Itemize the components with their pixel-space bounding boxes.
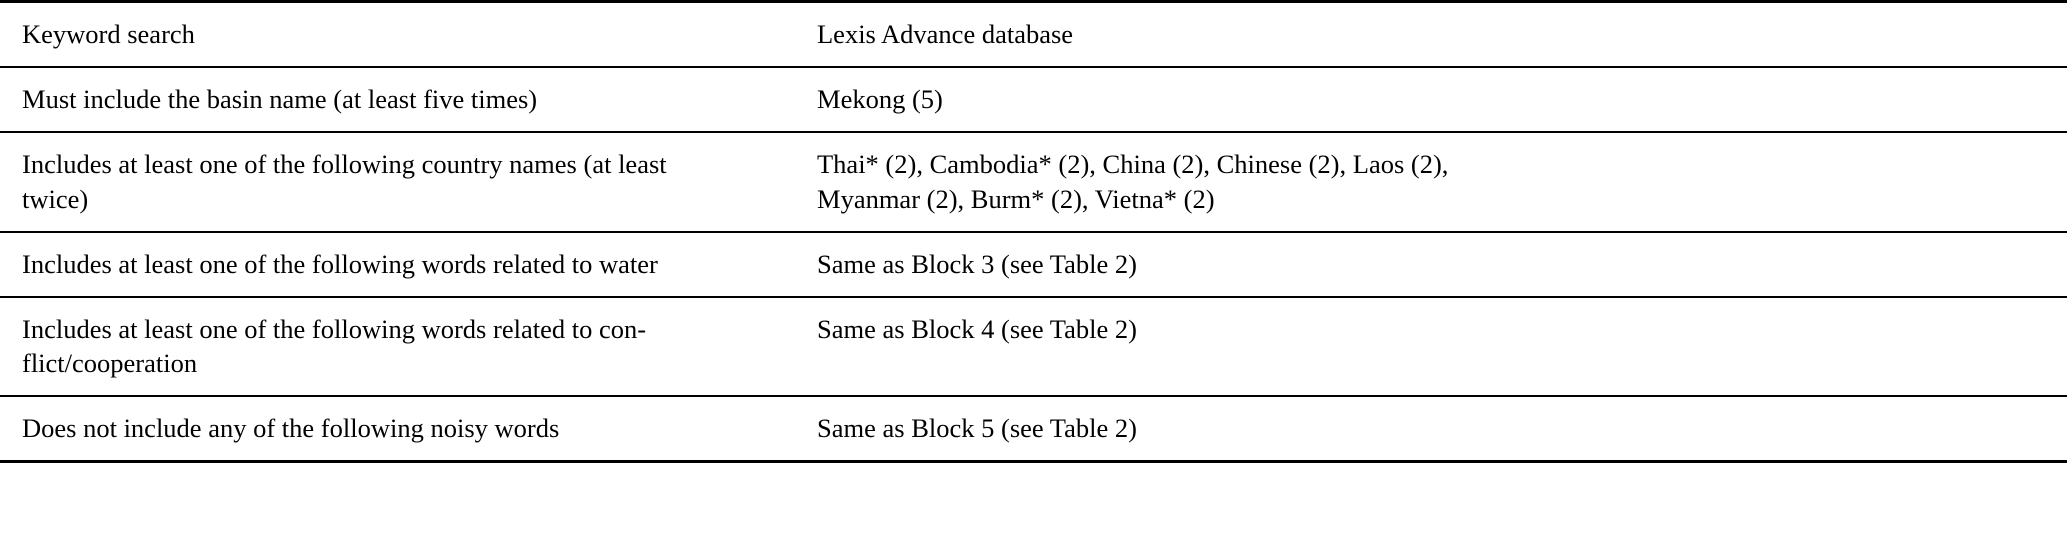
criterion-line: Includes at least one of the following w…	[22, 248, 658, 279]
database-value-line: Mekong (5)	[817, 84, 943, 115]
criterion-cell: Includes at least one of the following c…	[0, 132, 805, 233]
table-row: Does not include any of the following no…	[0, 396, 2067, 464]
table-header-row: Keyword search Lexis Advance database	[0, 0, 2067, 69]
criterion-line: Does not include any of the following no…	[22, 413, 560, 444]
database-value-cell: Thai* (2), Cambodia* (2), China (2), Chi…	[805, 132, 2067, 233]
table-row: Includes at least one of the following w…	[0, 296, 2067, 398]
database-value-line: Same as Block 5 (see Table 2)	[817, 413, 1137, 444]
criterion-line: Includes at least one of the following c…	[22, 149, 667, 180]
criterion-line: flict/cooperation	[22, 348, 198, 379]
criterion-line: twice)	[22, 183, 89, 214]
database-value-cell: Same as Block 5 (see Table 2)	[805, 396, 2067, 464]
table-header: Keyword search Lexis Advance database	[0, 0, 2067, 69]
criterion-cell: Includes at least one of the following w…	[0, 231, 805, 298]
database-value-cell: Same as Block 4 (see Table 2)	[805, 296, 2067, 398]
criterion-cell: Must include the basin name (at least fi…	[0, 67, 805, 134]
table-row: Includes at least one of the following w…	[0, 231, 2067, 298]
database-value-cell: Mekong (5)	[805, 67, 2067, 134]
column-header-lexis-advance-database: Lexis Advance database	[805, 0, 2067, 69]
keyword-search-criteria-table: Keyword search Lexis Advance database Mu…	[0, 0, 2067, 464]
database-value-line: Same as Block 3 (see Table 2)	[817, 248, 1137, 279]
criterion-line: Includes at least one of the following w…	[22, 313, 647, 344]
database-value-line: Thai* (2), Cambodia* (2), China (2), Chi…	[817, 149, 1449, 180]
criterion-cell: Includes at least one of the following w…	[0, 296, 805, 398]
database-value-line: Same as Block 4 (see Table 2)	[817, 313, 1137, 344]
column-header-keyword-search: Keyword search	[0, 0, 805, 69]
table-row: Includes at least one of the following c…	[0, 132, 2067, 233]
database-value-line: Myanmar (2), Burm* (2), Vietna* (2)	[817, 183, 1215, 214]
database-value-cell: Same as Block 3 (see Table 2)	[805, 231, 2067, 298]
table-row: Must include the basin name (at least fi…	[0, 67, 2067, 134]
criterion-cell: Does not include any of the following no…	[0, 396, 805, 464]
criterion-line: Must include the basin name (at least fi…	[22, 84, 538, 115]
table-body: Must include the basin name (at least fi…	[0, 67, 2067, 464]
